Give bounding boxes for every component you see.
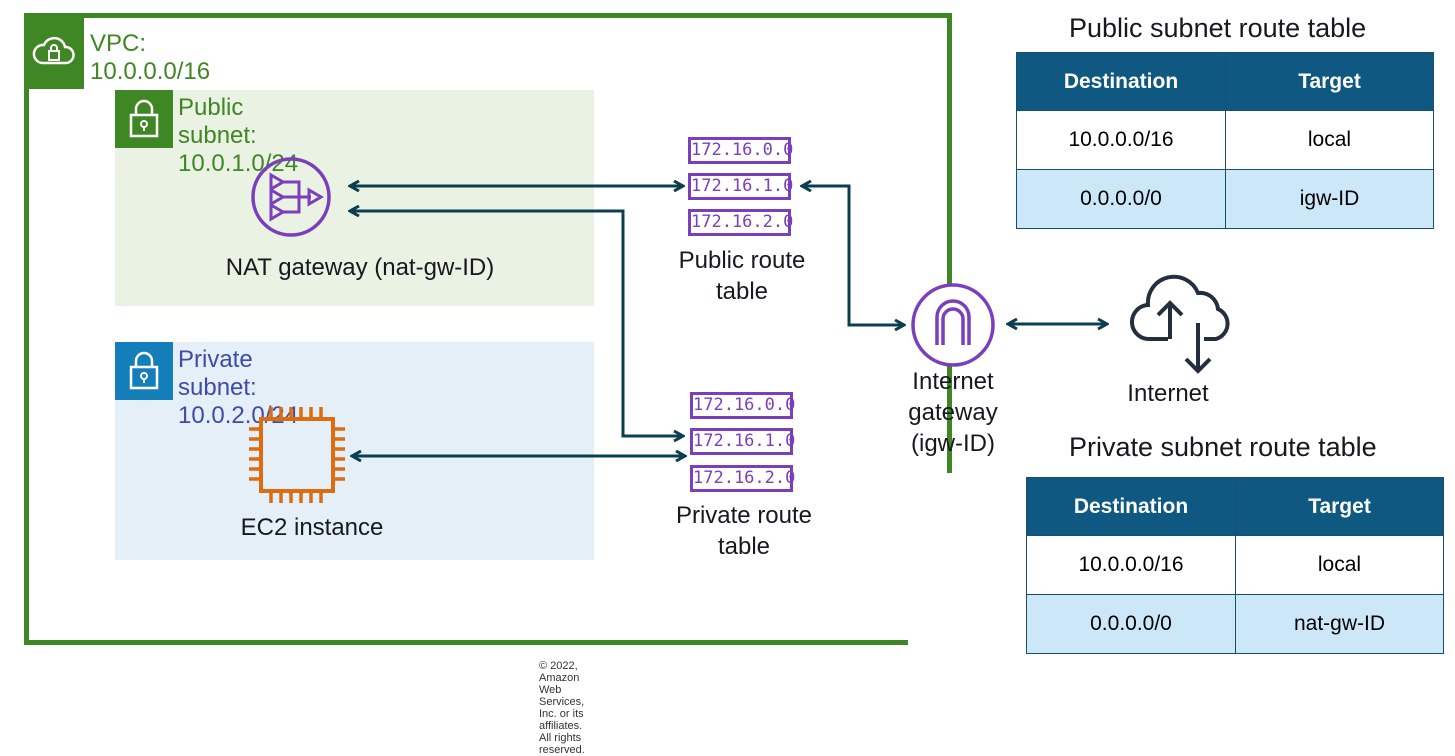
vpc-badge (24, 13, 84, 89)
public-route-table-label-line1: Public route (678, 247, 806, 274)
table-cell: nat-gw-ID (1235, 594, 1444, 654)
ec2-instance-label: EC2 instance (240, 514, 384, 541)
public-subnet-label: Public subnet: 10.0.1.0/24 (178, 94, 299, 177)
table-header-row: Destination Target (1026, 477, 1444, 536)
public-route-entry: 172.16.2.0 (688, 209, 793, 236)
public-route-table-label-line2: table (715, 278, 769, 305)
private-subnet-label: Private subnet: 10.0.2.0/24 (178, 346, 299, 429)
vpc-border-gap (908, 473, 958, 645)
private-route-entry: 172.16.0.0 (690, 392, 795, 419)
table-header-row: Destination Target (1016, 52, 1434, 111)
column-header: Destination (1016, 52, 1226, 111)
table-cell: 0.0.0.0/0 (1016, 169, 1226, 229)
internet-gateway-label-line3: (igw-ID) (911, 430, 995, 457)
arrow-public-route-to-igw (802, 186, 904, 325)
public-route-entry: 172.16.0.0 (688, 137, 793, 164)
table-cell: 10.0.0.0/16 (1016, 110, 1226, 170)
private-route-entry: 172.16.2.0 (690, 465, 795, 492)
private-subnet-badge (115, 342, 173, 400)
table-cell: igw-ID (1225, 169, 1434, 229)
private-table-title: Private subnet route table (1069, 432, 1377, 462)
table-row: 0.0.0.0/0 nat-gw-ID (1026, 594, 1444, 654)
column-header: Target (1235, 477, 1444, 536)
public-route-entry: 172.16.1.0 (688, 173, 793, 200)
public-route-table: Destination Target 10.0.0.0/16 local 0.0… (1016, 52, 1434, 229)
private-route-entry: 172.16.1.0 (690, 428, 795, 455)
column-header: Destination (1026, 477, 1236, 536)
lock-icon (129, 351, 159, 390)
private-route-table-label-line2: table (717, 533, 771, 560)
table-cell: local (1225, 110, 1434, 170)
internet-gateway-label-line2: gateway (908, 399, 998, 426)
table-row: 10.0.0.0/16 local (1016, 110, 1434, 170)
cloud-upload-download-icon (1130, 274, 1230, 374)
private-route-table-label-line1: Private route (675, 502, 813, 529)
nat-gateway-icon (251, 157, 331, 237)
internet-label: Internet (1127, 380, 1209, 407)
lock-icon (129, 99, 159, 138)
column-header: Target (1225, 52, 1434, 111)
table-cell: 0.0.0.0/0 (1026, 594, 1236, 654)
vpc-label: VPC: 10.0.0.0/16 (90, 30, 211, 85)
private-route-table: Destination Target 10.0.0.0/16 local 0.0… (1026, 477, 1444, 654)
public-table-title: Public subnet route table (1069, 13, 1367, 43)
table-row: 0.0.0.0/0 igw-ID (1016, 169, 1434, 229)
arrow-nat-to-private-route (350, 211, 683, 436)
internet-gateway-label-line1: Internet (912, 368, 994, 395)
internet-gateway-icon (911, 283, 995, 367)
table-row: 10.0.0.0/16 local (1026, 535, 1444, 595)
copyright-notice: © 2022, Amazon Web Services, Inc. or its… (539, 660, 585, 756)
table-cell: 10.0.0.0/16 (1026, 535, 1236, 595)
table-cell: local (1235, 535, 1444, 595)
connector-arrows (0, 0, 1455, 681)
public-subnet-badge (115, 90, 173, 148)
cloud-lock-icon (32, 36, 75, 65)
ec2-instance-icon (249, 407, 345, 503)
